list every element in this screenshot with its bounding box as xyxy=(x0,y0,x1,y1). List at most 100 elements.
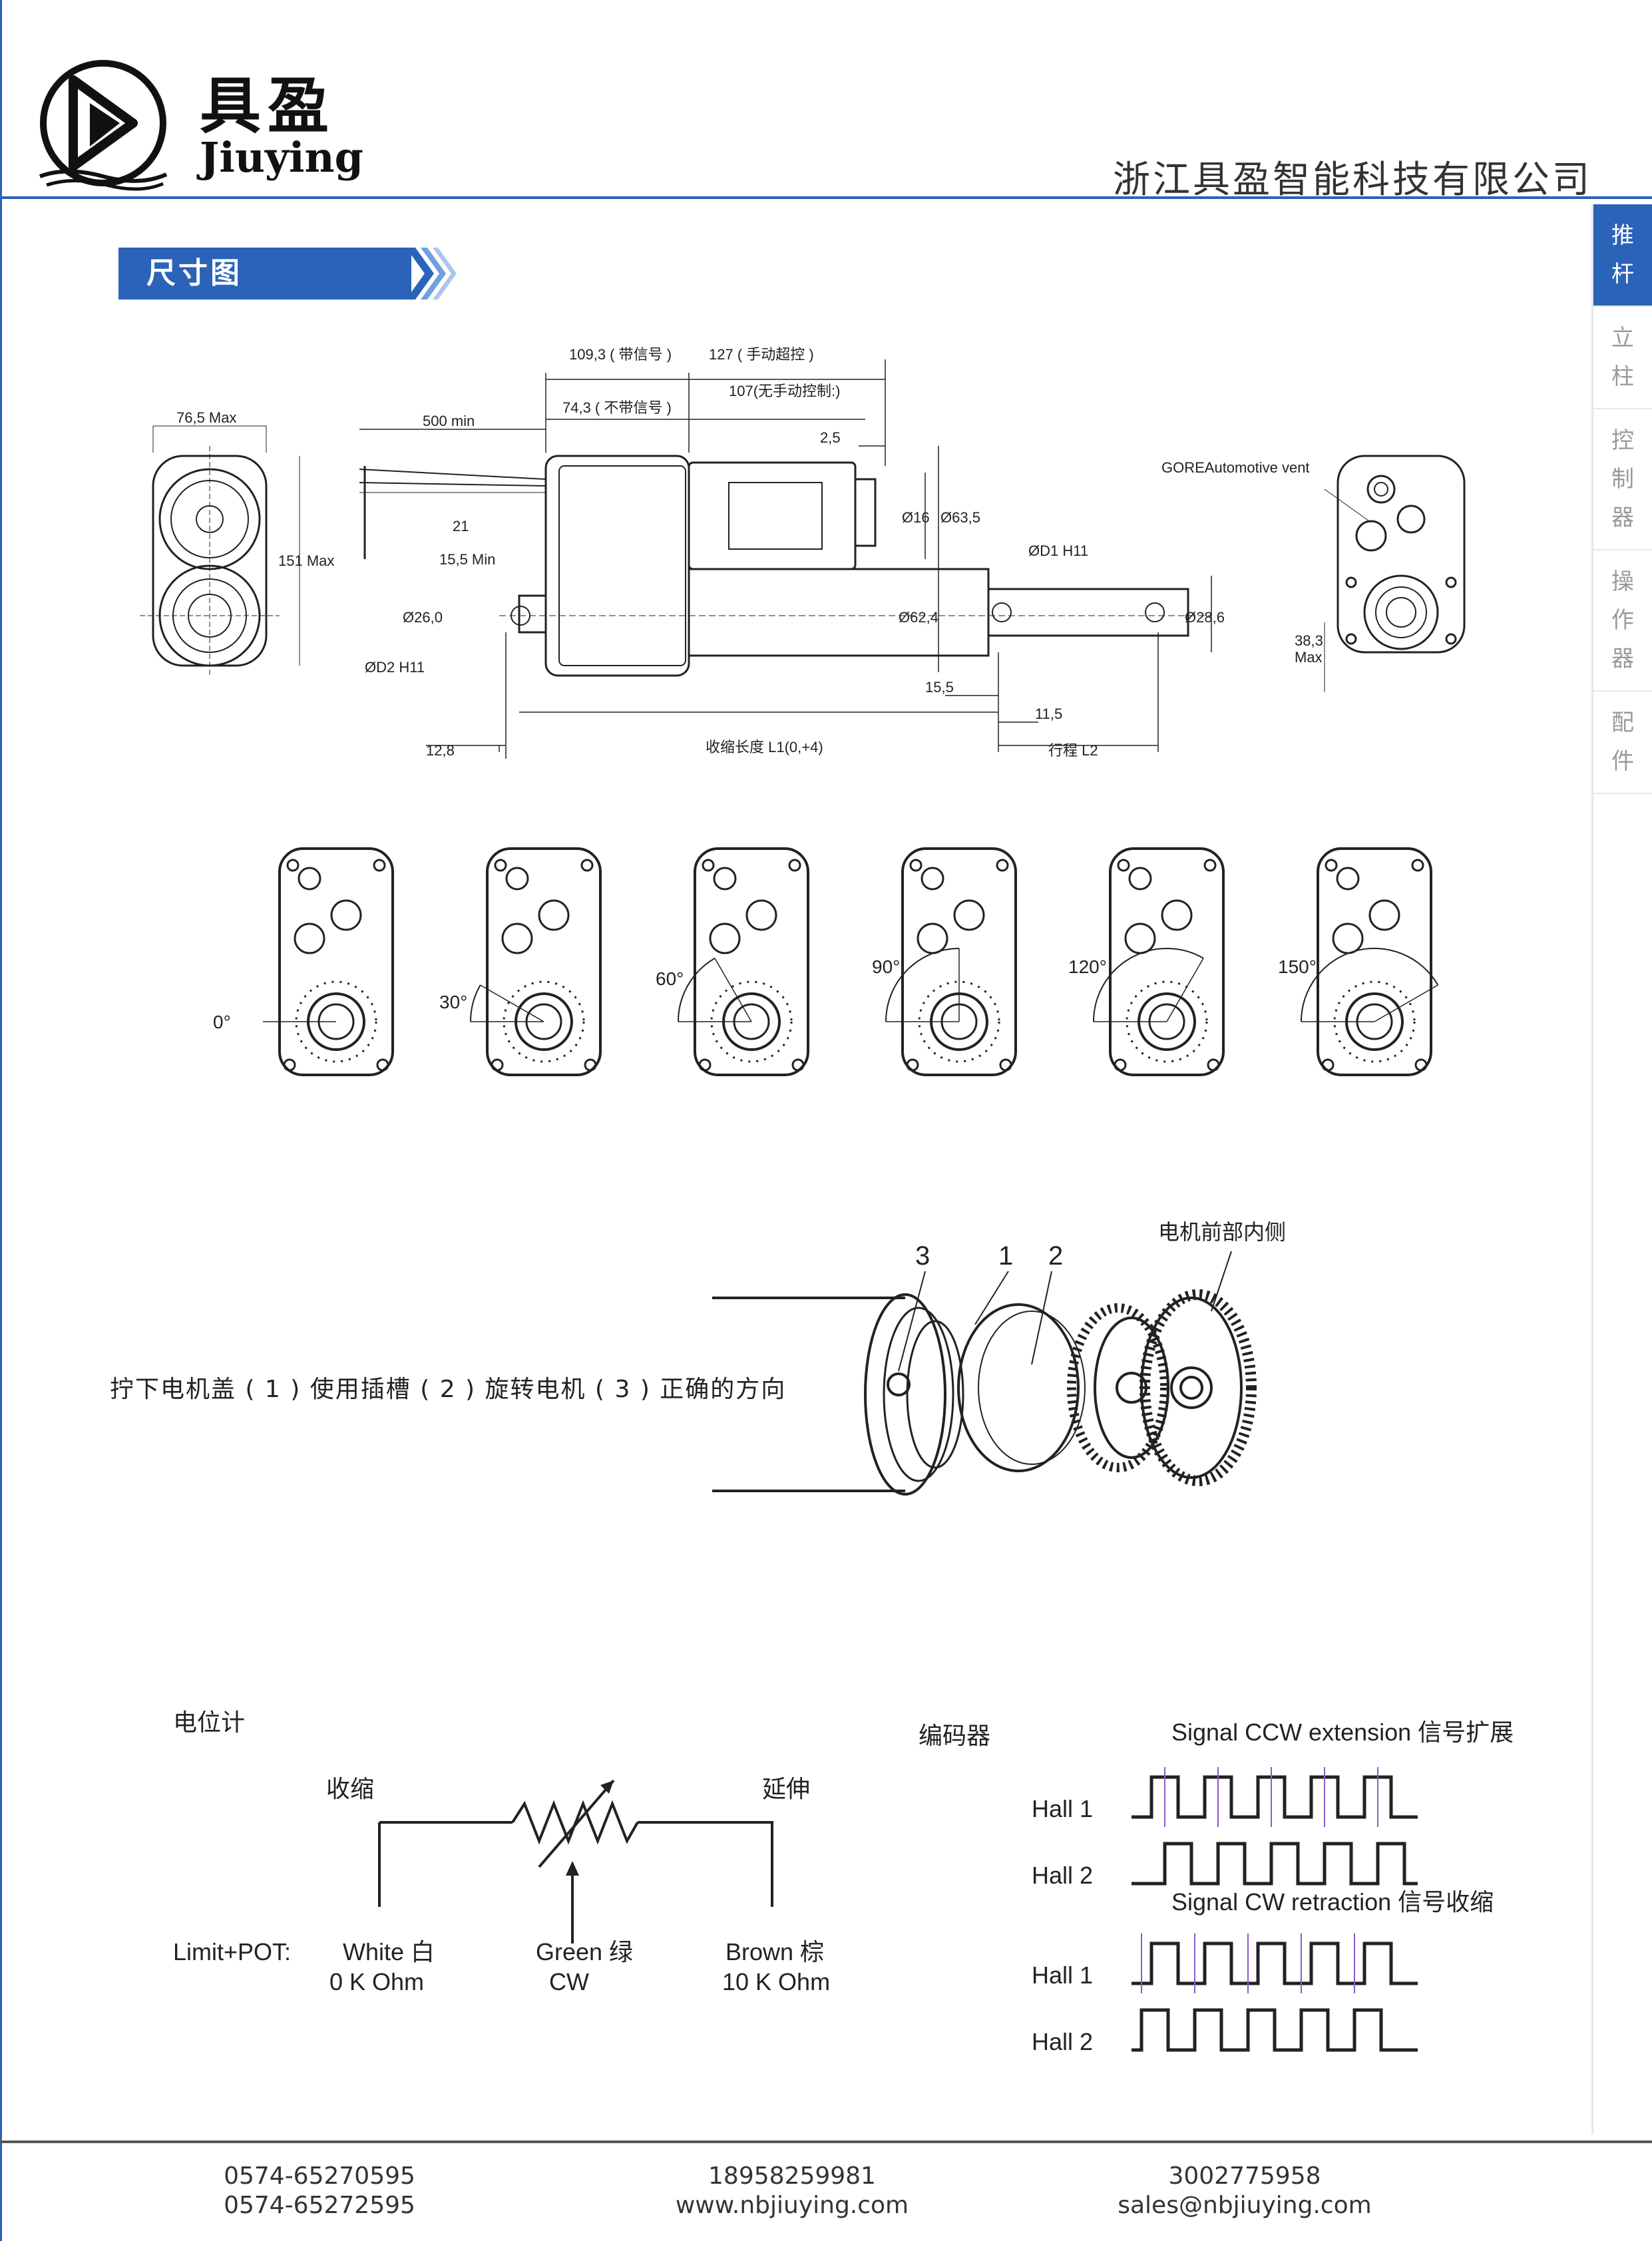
dim-26: Ø26,0 xyxy=(403,609,443,626)
chevron-right-icon xyxy=(406,248,457,300)
rotation-label-90: 90° xyxy=(872,956,900,977)
nav-char: 配 xyxy=(1611,710,1634,736)
pot-green-cw: CW xyxy=(549,1968,589,1995)
nav-item-controller[interactable]: 控制器 xyxy=(1593,409,1652,550)
dim-21: 21 xyxy=(453,518,469,534)
dim-stroke: 行程 L2 xyxy=(1048,742,1098,759)
rotation-view-120 xyxy=(1093,847,1225,1076)
encoder-cw-label: Signal CW retraction 信号收缩 xyxy=(1171,1888,1494,1916)
encoder-hall2-a: Hall 2 xyxy=(1032,1862,1093,1889)
dim-retracted: 收缩长度 L1(0,+4) xyxy=(706,739,823,755)
potentiometer-diagram: 电位计 收缩 延伸 Limit+POT: White 白 0 K Ohm Gre… xyxy=(173,1709,830,1995)
assembly-front-label: 电机前部内侧 xyxy=(1158,1220,1286,1244)
brand-name-cn: 具盈 xyxy=(200,70,336,142)
nav-item-pushrod[interactable]: 推杆 xyxy=(1593,204,1652,307)
nav-char: 作 xyxy=(1611,607,1634,634)
pot-extend-label: 延伸 xyxy=(762,1775,810,1802)
front-view xyxy=(140,425,300,676)
rotation-label-60: 60° xyxy=(656,968,684,989)
nav-label: 控制器 xyxy=(1593,421,1652,537)
dim-d2: ØD2 H11 xyxy=(365,659,425,676)
rotation-view-0 xyxy=(263,847,394,1076)
dim-max: Max xyxy=(1295,649,1323,666)
dim-12-8: 12,8 xyxy=(426,742,455,759)
assembly-num-3: 3 xyxy=(915,1241,930,1271)
footer-rule xyxy=(0,2140,1652,2143)
left-border xyxy=(0,0,2,2241)
rotation-label-0: 0° xyxy=(213,1012,231,1032)
dim-11-5: 11,5 xyxy=(1035,706,1062,722)
footer-mobile-web: 18958259981 www.nbjiuying.com xyxy=(666,2162,919,2220)
section-title: 尺寸图 xyxy=(118,248,411,300)
nav-item-column[interactable]: 立柱 xyxy=(1593,307,1652,409)
rear-view xyxy=(1324,455,1466,692)
rotation-view-60 xyxy=(678,847,809,1076)
rotation-views: 0° 30° 60° 90° 120° 150° xyxy=(213,847,1439,1076)
header-rule xyxy=(0,196,1652,199)
dim-28: Ø28,6 xyxy=(1185,609,1225,626)
rotation-label-30: 30° xyxy=(439,992,467,1012)
pot-brown-ohm: 10 K Ohm xyxy=(722,1968,830,1995)
pot-white: White 白 xyxy=(343,1938,435,1965)
nav-char: 杆 xyxy=(1611,261,1634,288)
dim-height: 151 Max xyxy=(278,552,334,569)
brand-name-en: Jiuying xyxy=(200,133,363,182)
pot-prefix: Limit+POT: xyxy=(173,1938,291,1965)
dim-cable: 500 min xyxy=(423,413,475,429)
vent-label: GOREAutomotive vent xyxy=(1161,459,1310,476)
footer-mobile: 18958259981 xyxy=(708,2162,876,2190)
dim-16: Ø16 xyxy=(902,509,930,526)
rotation-view-150 xyxy=(1301,847,1439,1076)
footer-qq: 3002775958 xyxy=(1168,2162,1321,2190)
dim-l-nosignal: 74,3 ( 不带信号 ) xyxy=(562,399,672,416)
nav-label: 推杆 xyxy=(1593,216,1652,294)
dim-15-5b: 15,5 xyxy=(925,679,954,696)
pot-retract-label: 收缩 xyxy=(326,1775,374,1802)
nav-char: 器 xyxy=(1611,646,1634,672)
logo-icon xyxy=(39,60,168,191)
assembly-num-2: 2 xyxy=(1048,1241,1063,1271)
encoder-hall1-b: Hall 1 xyxy=(1032,1961,1093,1989)
dim-15-5: 15,5 Min xyxy=(439,551,495,568)
footer-phone-1: 0574-65270595 xyxy=(224,2162,415,2190)
side-nav: 推杆 立柱 控制器 操作器 配件 xyxy=(1593,204,1652,794)
dim-width: 76,5 Max xyxy=(176,409,237,426)
nav-label: 配件 xyxy=(1593,704,1652,781)
footer-phones: 0574-65270595 0574-65272595 xyxy=(200,2162,439,2220)
encoder-hall2-b: Hall 2 xyxy=(1032,2028,1093,2055)
nav-char: 操 xyxy=(1611,568,1634,595)
rotation-view-30 xyxy=(469,847,602,1076)
dimension-lines xyxy=(359,359,1212,759)
nav-item-accessories[interactable]: 配件 xyxy=(1593,692,1652,794)
dim-l-manual: 127 ( 手动超控 ) xyxy=(709,346,814,363)
nav-char: 控 xyxy=(1611,427,1634,454)
dim-63: Ø63,5 xyxy=(940,509,980,526)
encoder-diagram: 编码器 Signal CCW extension 信号扩展 Signal CW … xyxy=(919,1719,1514,2055)
rotation-label-120: 120° xyxy=(1068,956,1107,977)
assembly-num-1: 1 xyxy=(998,1241,1013,1271)
assembly-caption: 拧下电机盖 ( 1 ) 使用插槽 ( 2 ) 旋转电机 ( 3 ) 正确的方向 xyxy=(110,1376,787,1403)
dim-d1: ØD1 H11 xyxy=(1028,542,1088,559)
assembly-illustration: 3 1 2 电机前部内侧 xyxy=(712,1220,1286,1496)
rotation-label-150: 150° xyxy=(1278,956,1317,977)
nav-char: 推 xyxy=(1611,222,1634,249)
footer-phone-2: 0574-65272595 xyxy=(224,2192,415,2219)
rotation-view-90 xyxy=(885,847,1017,1076)
encoder-title: 编码器 xyxy=(919,1722,990,1749)
pot-green: Green 绿 xyxy=(536,1938,633,1965)
nav-item-operator[interactable]: 操作器 xyxy=(1593,550,1652,692)
nav-char: 器 xyxy=(1611,505,1634,531)
pot-title: 电位计 xyxy=(173,1709,245,1736)
footer-website-link[interactable]: www.nbjiuying.com xyxy=(675,2192,909,2219)
nav-char: 柱 xyxy=(1611,363,1634,390)
company-name: 浙江具盈智能科技有限公司 xyxy=(1113,158,1592,202)
dimension-drawing: 76,5 Max 151 Max 500 min 109,3 ( 带信号 ) 1… xyxy=(140,346,1466,759)
encoder-ccw-label: Signal CCW extension 信号扩展 xyxy=(1171,1719,1514,1746)
dim-l-nomanual: 107(无手动控制:) xyxy=(729,383,840,399)
pot-white-ohm: 0 K Ohm xyxy=(329,1968,424,1995)
footer-qq-email: 3002775958 sales@nbjiuying.com xyxy=(1105,2162,1384,2220)
pot-brown: Brown 棕 xyxy=(725,1938,824,1965)
side-rule xyxy=(1591,204,1593,2135)
footer-email-link[interactable]: sales@nbjiuying.com xyxy=(1118,2192,1372,2219)
nav-label: 立柱 xyxy=(1593,319,1652,396)
